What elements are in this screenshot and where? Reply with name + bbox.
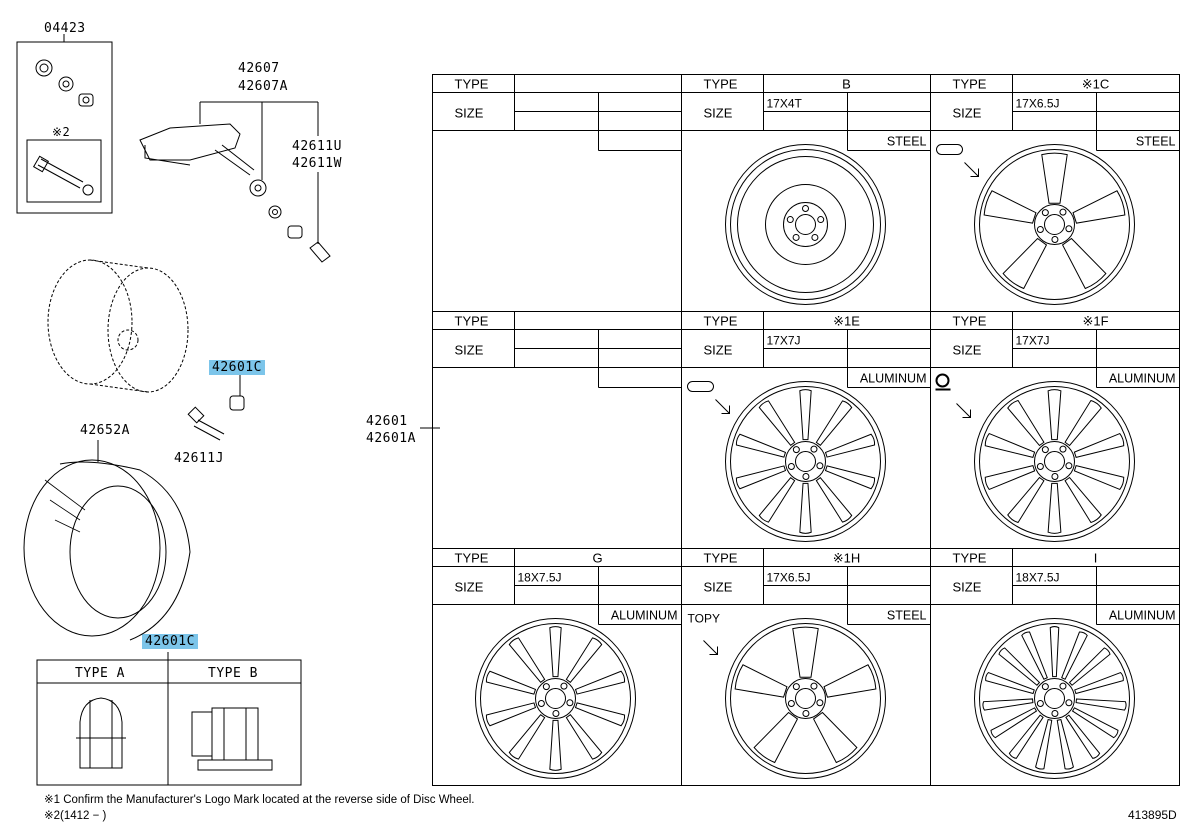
wheel-size: 17X7J xyxy=(767,334,801,348)
wheel-material: STEEL xyxy=(1136,135,1176,149)
wheel-type-table: TYPE SIZE TYPE SIZE B 17X4T STEEL TYPE SIZE ※1C 17… xyxy=(432,74,1180,786)
valve-part-number: 42611J xyxy=(174,451,224,466)
tire-part-number: 42652A xyxy=(80,423,130,438)
type-label: TYPE xyxy=(953,551,987,566)
wheel-five-split-spoke-icon xyxy=(725,381,886,542)
wheel-material: ALUMINUM xyxy=(1109,372,1176,386)
kit-sub-note: ※2 xyxy=(52,125,71,139)
kit-part-number: 04423 xyxy=(44,21,86,36)
tpms-part-number: 42607 xyxy=(238,61,280,76)
valve-stem-icon xyxy=(187,406,225,441)
wheel-five-spoke-steel-icon xyxy=(725,618,886,779)
size-label: SIZE xyxy=(953,580,982,595)
size-label: SIZE xyxy=(455,580,484,595)
wheel-type-code: ※1E xyxy=(833,314,860,329)
tpms-nut-part-number-alt: 42611W xyxy=(292,156,342,171)
tpms-part-number-alt: 42607A xyxy=(238,79,288,94)
type-label: TYPE xyxy=(704,551,738,566)
wheel-cell-6: TYPE SIZE ※1F 17X7J ALUMINUM xyxy=(930,311,1180,549)
wheel-type-code: ※1H xyxy=(833,551,861,566)
wheel-type-code: ※1C xyxy=(1082,77,1110,92)
tire-outline-icon xyxy=(47,259,189,393)
size-label: SIZE xyxy=(455,343,484,358)
wheel-size: 18X7.5J xyxy=(518,571,562,585)
valve-cap-icon xyxy=(229,395,245,411)
arrow-icon xyxy=(703,640,718,655)
flange-nut-icon xyxy=(191,707,273,771)
topy-brand-label: TOPY xyxy=(688,612,720,626)
wheel-size: 18X7.5J xyxy=(1016,571,1060,585)
cell-border xyxy=(930,548,1180,786)
wheel-multi-spoke-icon xyxy=(475,618,636,779)
type-label: TYPE xyxy=(455,77,489,92)
wheel-size: 17X7J xyxy=(1016,334,1050,348)
wheel-spare-icon xyxy=(725,144,886,305)
type-label: TYPE xyxy=(953,77,987,92)
size-label: SIZE xyxy=(704,106,733,121)
valve-sub-box xyxy=(26,139,102,203)
size-label: SIZE xyxy=(704,580,733,595)
wheel-cell-8: TYPE SIZE ※1H 17X6.5J STEEL TOPY xyxy=(681,548,931,786)
wheel-ten-spoke-icon xyxy=(974,381,1135,542)
tpms-nut-part-number: 42611U xyxy=(292,139,342,154)
kit-valve-stem-icon xyxy=(32,155,94,196)
wheel-part-number: 42601 xyxy=(366,414,408,429)
kit-grommet-icon xyxy=(35,59,94,107)
wheel-material: ALUMINUM xyxy=(860,372,927,386)
logo-mark-indicator-icon xyxy=(687,381,730,414)
hub-nut-part-number-highlight[interactable]: 42601C xyxy=(142,634,198,649)
footnote-date-range: ※2(1412 − ) xyxy=(44,810,107,822)
wheel-cell-2: TYPE SIZE B 17X4T STEEL xyxy=(681,74,931,312)
tire-icon xyxy=(23,459,191,641)
wheel-material: ALUMINUM xyxy=(611,609,678,623)
wheel-size: 17X6.5J xyxy=(1016,97,1060,111)
type-label: TYPE xyxy=(455,314,489,329)
type-label: TYPE xyxy=(704,77,738,92)
wheel-material: ALUMINUM xyxy=(1109,609,1176,623)
size-label: SIZE xyxy=(455,106,484,121)
wheel-cell-4: TYPE SIZE xyxy=(432,311,682,549)
type-label: TYPE xyxy=(953,314,987,329)
type-label: TYPE xyxy=(704,314,738,329)
acorn-nut-icon xyxy=(76,697,126,769)
wheel-multi-spoke-fine-icon xyxy=(974,618,1135,779)
logo-mark-indicator-icon xyxy=(936,144,979,177)
wheel-cell-5: TYPE SIZE ※1E 17X7J ALUMINUM xyxy=(681,311,931,549)
wheel-material: STEEL xyxy=(887,609,927,623)
nut-type-a-label: TYPE A xyxy=(75,666,125,681)
nut-type-b-label: TYPE B xyxy=(208,666,258,681)
wheel-type-code: I xyxy=(1094,551,1098,566)
logo-mark-indicator-icon xyxy=(935,373,971,418)
size-label: SIZE xyxy=(953,343,982,358)
wheel-cell-7: TYPE SIZE G 18X7.5J ALUMINUM xyxy=(432,548,682,786)
footnote-logo-mark: ※1 Confirm the Manufacturer's Logo Mark … xyxy=(44,794,475,806)
wheel-type-code: ※1F xyxy=(1082,314,1108,329)
valve-cap-part-number-highlight[interactable]: 42601C xyxy=(209,360,265,375)
type-label: TYPE xyxy=(455,551,489,566)
wheel-cell-3: TYPE SIZE ※1C 17X6.5J STEEL xyxy=(930,74,1180,312)
wheel-part-number-alt: 42601A xyxy=(366,431,416,446)
wheel-type-code: G xyxy=(592,551,602,566)
wheel-cell-1: TYPE SIZE xyxy=(432,74,682,312)
wheel-size: 17X6.5J xyxy=(767,571,811,585)
wheel-size: 17X4T xyxy=(767,97,803,111)
diagram-id: 413895D xyxy=(1128,808,1177,822)
wheel-cell-9: TYPE SIZE I 18X7.5J ALUMINUM xyxy=(930,548,1180,786)
size-label: SIZE xyxy=(953,106,982,121)
size-label: SIZE xyxy=(704,343,733,358)
wheel-material: STEEL xyxy=(887,135,927,149)
wheel-five-spoke-steel-icon xyxy=(974,144,1135,305)
wheel-type-code: B xyxy=(842,77,851,92)
